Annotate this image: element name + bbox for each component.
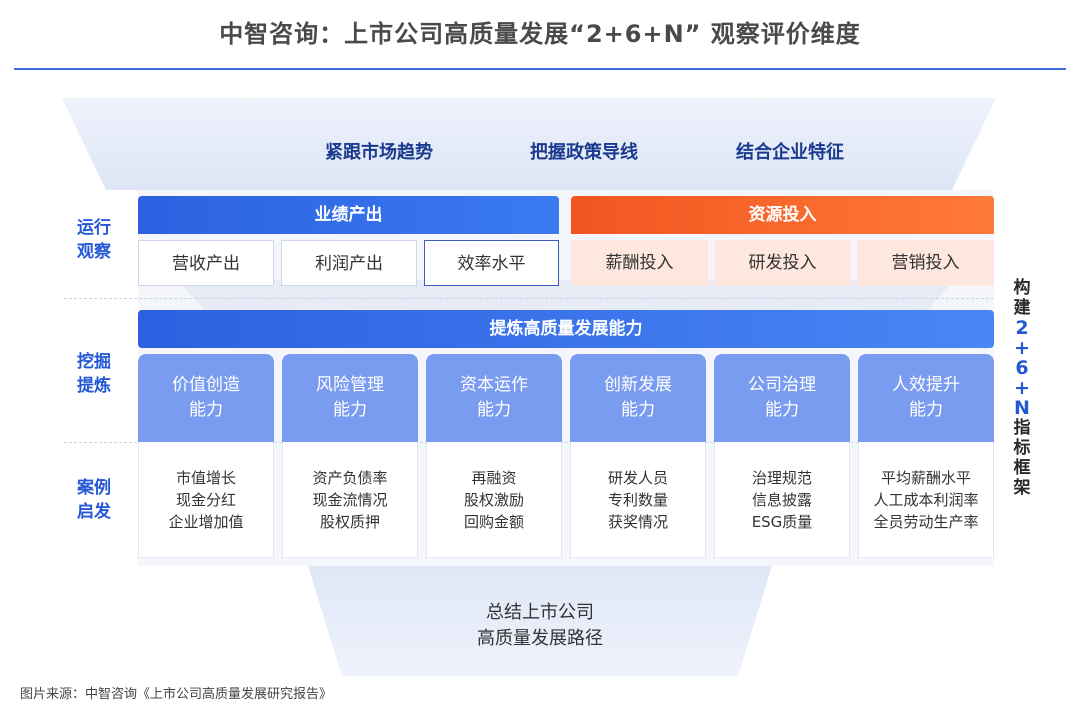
resources-header: 资源投入 <box>571 196 994 234</box>
framework-label: 构 建 2 + 6 + N 指 标 框 架 <box>1013 278 1031 498</box>
page-title: 中智咨询：上市公司高质量发展“2+6+N” 观察评价维度 <box>219 20 861 48</box>
case-list: 资产负债率现金流情况股权质押 <box>282 442 418 558</box>
performance-item-profit: 利润产出 <box>281 240 417 286</box>
case-list: 平均薪酬水平人工成本利润率全员劳动生产率 <box>858 442 994 558</box>
funnel-summary: 总结上市公司 高质量发展路径 <box>477 602 603 649</box>
top-item-policy-guideline: 把握政策导线 <box>530 142 638 163</box>
case-list: 再融资股权激励回购金额 <box>426 442 562 558</box>
side-label-operation: 运行观察 <box>77 218 111 262</box>
resource-item-rnd: 研发投入 <box>714 240 851 286</box>
performance-header: 业绩产出 <box>138 196 559 234</box>
capability-value-creation: 价值创造能力 <box>138 354 274 442</box>
top-item-market-trend: 紧跟市场趋势 <box>325 142 433 163</box>
case-list: 市值增长现金分红企业增加值 <box>138 442 274 558</box>
resource-item-marketing: 营销投入 <box>857 240 994 286</box>
performance-item-efficiency: 效率水平 <box>424 240 559 286</box>
performance-item-revenue: 营收产出 <box>138 240 274 286</box>
separator-line <box>64 298 994 299</box>
resource-item-salary: 薪酬投入 <box>571 240 708 286</box>
side-label-mining: 挖掘提炼 <box>77 352 111 396</box>
capability-bar: 提炼高质量发展能力 <box>138 310 994 348</box>
case-list: 研发人员专利数量获奖情况 <box>570 442 706 558</box>
top-item-enterprise-features: 结合企业特征 <box>736 142 844 163</box>
capability-risk-management: 风险管理能力 <box>282 354 418 442</box>
side-label-cases: 案例启发 <box>77 478 111 522</box>
title-divider <box>14 68 1066 70</box>
source-caption: 图片来源：中智咨询《上市公司高质量发展研究报告》 <box>20 687 333 702</box>
capability-innovation: 创新发展能力 <box>570 354 706 442</box>
capability-capital-operation: 资本运作能力 <box>426 354 562 442</box>
funnel-bottom-shape <box>308 566 772 676</box>
capability-governance: 公司治理能力 <box>714 354 850 442</box>
funnel-top-shape <box>62 98 996 190</box>
capability-efficiency: 人效提升能力 <box>858 354 994 442</box>
